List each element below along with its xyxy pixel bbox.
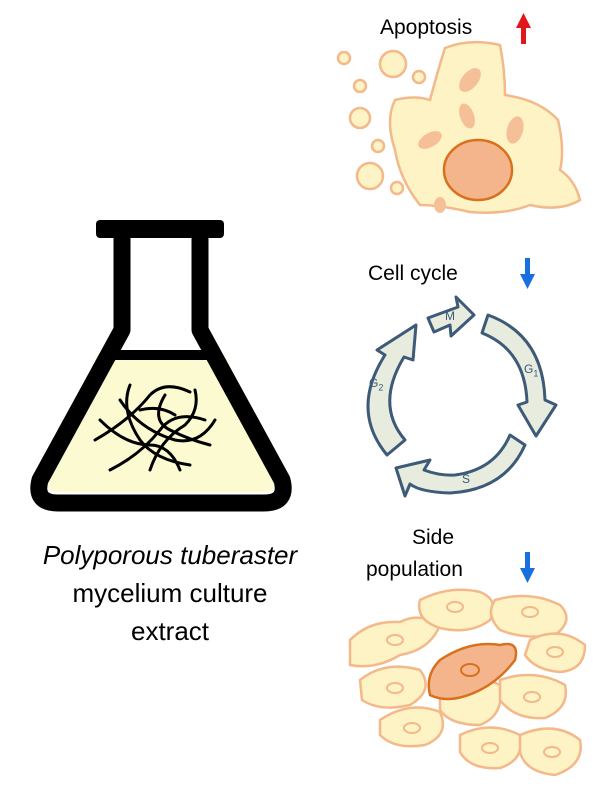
flask-caption-line3: extract xyxy=(130,616,210,646)
phase-s-label: S xyxy=(462,472,471,486)
flask-icon xyxy=(30,220,292,512)
phase-m-arrow xyxy=(426,295,476,338)
phase-g2-arrow xyxy=(366,323,418,457)
mycelium-icon xyxy=(93,383,217,472)
side-population-label-line2: population xyxy=(366,558,463,581)
side-population-cell xyxy=(427,642,518,701)
arrow-down-icon xyxy=(520,258,535,289)
arrow-up-icon xyxy=(516,13,531,44)
apoptotic-cell-icon xyxy=(336,40,582,214)
phase-m-label: M xyxy=(445,309,455,323)
flask-caption-species: Polyporous tuberaster xyxy=(42,540,298,570)
phase-g2-label: G2 xyxy=(369,376,384,393)
arrow-down-icon xyxy=(520,552,535,583)
cell-cluster-icon xyxy=(348,588,587,777)
cell-cycle-icon xyxy=(366,295,558,498)
phase-g1-arrow xyxy=(480,313,558,438)
side-population-label-line1: Side xyxy=(412,526,455,549)
nucleus xyxy=(442,138,514,202)
flask-caption-line2: mycelium culture xyxy=(72,578,268,608)
cell-cycle-label: Cell cycle xyxy=(368,262,458,285)
apoptosis-label: Apoptosis xyxy=(380,16,473,39)
phase-s-arrow xyxy=(394,433,527,498)
phase-g1-label: G1 xyxy=(524,362,539,379)
